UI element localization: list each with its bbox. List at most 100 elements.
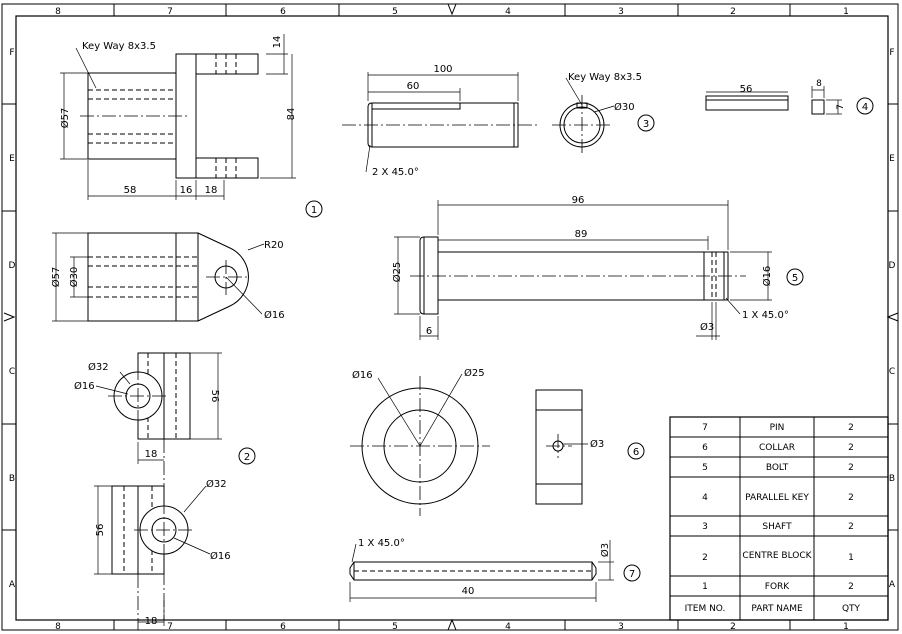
col-label: 8 — [55, 622, 61, 632]
bom-row: 2 CENTRE BLOCK 1 — [702, 550, 854, 564]
bom-item: 2 — [702, 553, 708, 563]
dim-dia16: Ø16 — [761, 266, 773, 287]
bom-qty: 1 — [848, 553, 854, 563]
col-label: 1 — [843, 622, 849, 632]
part5-bolt: 96 89 Ø25 Ø16 6 Ø3 1 X 45.0° — [391, 195, 789, 340]
col-label: 6 — [280, 622, 286, 632]
row-label: D — [889, 261, 896, 271]
bom-qty: 2 — [848, 463, 854, 473]
dim-40: 40 — [462, 586, 475, 597]
bom-row: 1 FORK 2 — [702, 582, 854, 592]
dim-16: 16 — [180, 185, 193, 196]
dim-96: 96 — [572, 195, 585, 206]
bom-part-name: FORK — [765, 582, 791, 592]
dim-7: 7 — [836, 104, 846, 110]
dim-r20: R20 — [264, 240, 284, 251]
part6-collar-front: Ø16 Ø25 — [350, 367, 490, 516]
bom-row: 6 COLLAR 2 — [702, 443, 854, 453]
dim-b-dia32: Ø32 — [206, 478, 227, 490]
dim-18: 18 — [205, 185, 218, 196]
dim-100: 100 — [433, 64, 452, 75]
col-label: 4 — [505, 7, 511, 17]
dim-18: 18 — [145, 449, 158, 460]
balloon-5: 5 — [792, 273, 798, 284]
dim-b-56: 56 — [95, 524, 106, 537]
part1-fork-front-view: Ø57 14 84 58 16 18 Key Way 8x3.5 — [59, 34, 297, 200]
part6-collar-side: Ø3 — [535, 389, 604, 505]
part2-centre-block-top: 56 18 Ø32 Ø16 — [74, 352, 222, 620]
row-label: B — [889, 474, 895, 484]
dim-dia57: Ø57 — [59, 108, 71, 129]
dim-56: 56 — [209, 390, 220, 403]
row-label: C — [889, 367, 895, 377]
bom-qty: 2 — [848, 582, 854, 592]
col-label: 4 — [505, 622, 511, 632]
balloon-4: 4 — [862, 102, 868, 113]
row-labels: F E D C B A F E D C B A — [9, 48, 896, 590]
col-label: 5 — [392, 7, 398, 17]
chamfer-callout: 1 X 45.0° — [358, 538, 405, 549]
keyway-callout: Key Way 8x3.5 — [568, 72, 642, 83]
bom-part-name-wrap: CENTRE BLOCK — [742, 550, 812, 561]
dim-side-dia30: Ø30 — [68, 267, 80, 288]
balloon-3: 3 — [643, 119, 649, 130]
bom-part-name: SHAFT — [762, 522, 792, 532]
dim-dia30: Ø30 — [614, 101, 635, 113]
col-label: 2 — [730, 622, 736, 632]
bill-of-materials: 7 PIN 2 6 COLLAR 2 5 BOLT 2 4 PARALLEL K… — [669, 416, 889, 621]
bom-part-name: PIN — [770, 423, 785, 433]
row-tick-marks — [2, 103, 898, 531]
part7-pin: 1 X 45.0° Ø3 40 — [349, 538, 614, 602]
dim-dia16: Ø16 — [74, 380, 95, 392]
dim-89: 89 — [575, 229, 588, 240]
item-balloons: 1 2 3 4 5 6 7 — [238, 97, 874, 582]
col-label: 1 — [843, 7, 849, 17]
dim-b-dia16: Ø16 — [210, 550, 231, 562]
bom-qty: 2 — [848, 423, 854, 433]
part4-parallel-key: 56 8 7 — [705, 79, 846, 115]
bom-item: 7 — [702, 423, 708, 433]
bom-qty: 2 — [848, 522, 854, 532]
row-label: B — [9, 474, 15, 484]
row-label: F — [9, 48, 14, 58]
row-label: C — [9, 367, 15, 377]
bom-item: 4 — [702, 493, 708, 503]
dim-60: 60 — [407, 81, 420, 92]
bom-item: 5 — [702, 463, 708, 473]
col-label: 7 — [167, 622, 173, 632]
keyway-callout: Key Way 8x3.5 — [82, 41, 156, 52]
row-label: E — [889, 154, 895, 164]
column-tick-marks — [113, 4, 791, 630]
col-label: 6 — [280, 7, 286, 17]
part2-centre-block-bottom: 56 Ø32 Ø16 18 — [94, 478, 231, 630]
row-label: A — [889, 580, 896, 590]
dim-58: 58 — [124, 185, 137, 196]
bom-item: 6 — [702, 443, 708, 453]
col-label: 8 — [55, 7, 61, 17]
col-label: 5 — [392, 622, 398, 632]
bom-part-name: BOLT — [766, 463, 789, 473]
dim-8: 8 — [816, 79, 822, 89]
chamfer-callout: 1 X 45.0° — [742, 310, 789, 321]
col-label: 3 — [618, 7, 624, 17]
balloon-2: 2 — [244, 452, 250, 463]
bom-header-qty: QTY — [842, 604, 861, 614]
dim-14: 14 — [272, 36, 283, 49]
dim-side-dia57: Ø57 — [50, 267, 62, 288]
bom-header-item: ITEM NO. — [685, 604, 726, 614]
balloon-7: 7 — [629, 569, 635, 580]
dim-dia16: Ø16 — [352, 369, 373, 381]
balloon-1: 1 — [311, 205, 317, 216]
bom-item: 3 — [702, 522, 708, 532]
bom-row: 4 PARALLEL KEY 2 — [702, 493, 854, 503]
bom-part-name: CENTRE BLOCK — [742, 550, 812, 561]
sheet-border: 8 7 6 5 4 3 2 1 8 7 6 5 4 3 2 1 F E D C … — [1, 3, 899, 632]
row-label: A — [9, 580, 16, 590]
chamfer-callout: 2 X 45.0° — [372, 167, 419, 178]
row-label: F — [889, 48, 894, 58]
part3-shaft-end-view: Key Way 8x3.5 Ø30 — [552, 72, 642, 155]
dim-dia16: Ø16 — [264, 309, 285, 321]
col-label: 3 — [618, 622, 624, 632]
row-label: E — [9, 154, 15, 164]
